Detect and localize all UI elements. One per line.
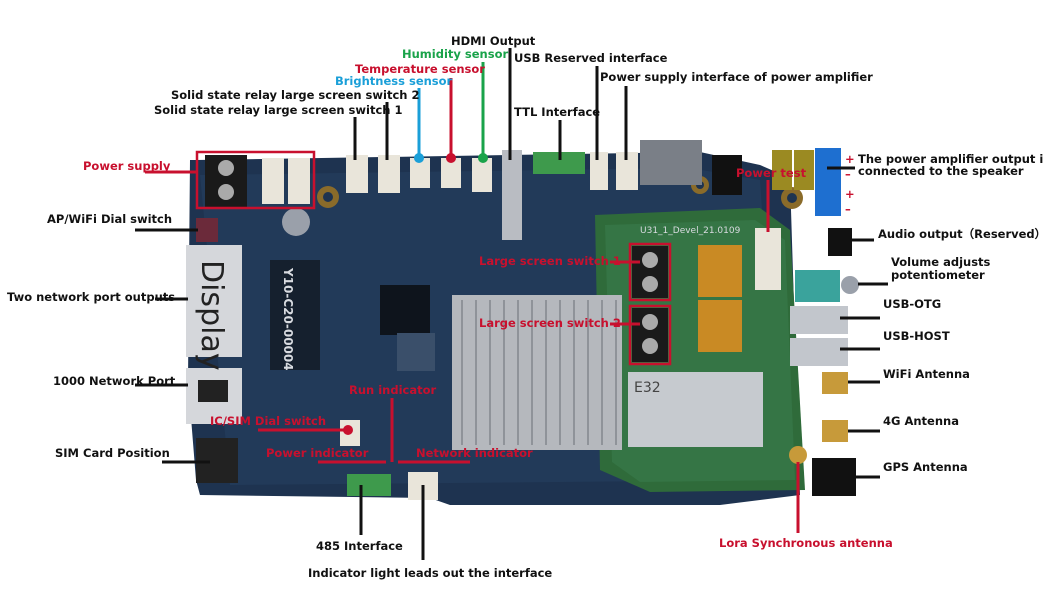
label-temperature-sensor: Temperature sensor [355, 62, 485, 76]
speaker-plus-1: + [845, 152, 855, 166]
gps-antenna-connector [812, 458, 856, 496]
speaker-terminal [815, 148, 841, 216]
amp-power-connector [616, 152, 638, 190]
label-indicator-light: Indicator light leads out the interface [308, 566, 552, 580]
port-icon [198, 380, 228, 402]
chip [712, 155, 742, 195]
label-audio-output: Audio output（Reserved） [878, 227, 1044, 241]
label-lora-antenna: Lora Synchronous antenna [719, 536, 893, 550]
capacitor [282, 208, 310, 236]
e32-module [628, 372, 763, 447]
usb-otg-port [790, 306, 848, 334]
speaker-plus-2: + [845, 187, 855, 201]
usb-reserved-connector [590, 152, 608, 190]
label-power-supply: Power supply [83, 159, 171, 173]
pcb-version-silk: U31_1_Devel_21.0109 [640, 226, 741, 236]
label-4g-antenna: 4G Antenna [883, 414, 959, 428]
heatsink [452, 295, 622, 450]
board-illustration [186, 140, 859, 505]
potentiometer [795, 270, 840, 302]
speaker-minus-1: – [845, 167, 851, 181]
mount-hole [323, 192, 333, 202]
module-silk: E32 [634, 380, 661, 396]
screw [642, 276, 658, 292]
ttl-terminal [533, 152, 585, 174]
usb-host-port [790, 338, 848, 366]
display-silk: Display [194, 260, 229, 371]
label-large-switch-2: Large screen switch 2 [479, 316, 621, 330]
label-amp-output-line1: The power amplifier output is [858, 152, 1044, 166]
speaker-minus-2: – [845, 202, 851, 216]
label-wifi-antenna: WiFi Antenna [883, 367, 970, 381]
hdmi-connector [502, 150, 522, 240]
label-brightness-sensor: Brightness sensor [335, 74, 453, 88]
ssr2-connector [378, 155, 400, 193]
label-network-indicator: Network indicator [416, 446, 533, 460]
label-amp-output-line2: connected to the speaker [858, 164, 1024, 178]
label-large-switch-1: Large screen switch 1 [479, 254, 621, 268]
large-switch-2-box [628, 304, 672, 366]
label-humidity-sensor: Humidity sensor [402, 47, 508, 61]
transformer [270, 260, 320, 370]
485-terminal [347, 474, 391, 496]
label-power-amp-supply: Power supply interface of power amplifie… [600, 70, 873, 84]
relay-2 [698, 300, 742, 352]
label-usb-reserved: USB Reserved interface [514, 51, 668, 65]
4g-antenna-connector [822, 420, 848, 442]
temperature-connector [441, 158, 461, 188]
label-volume-line2: potentiometer [891, 268, 985, 282]
label-ssr-switch-2: Solid state relay large screen switch 2 [171, 88, 419, 102]
lora-connector [789, 446, 807, 464]
mount-hole [787, 193, 797, 203]
audio-jack [828, 228, 852, 256]
screw [642, 252, 658, 268]
dot-humidity [478, 153, 488, 163]
screw [642, 314, 658, 330]
screw [218, 184, 234, 200]
label-sim-card: SIM Card Position [55, 446, 170, 460]
label-power-test: Power test [736, 166, 807, 180]
screw [218, 160, 234, 176]
heatsink-small [640, 140, 702, 185]
cpu [380, 285, 430, 335]
label-usb-otg: USB-OTG [883, 297, 941, 311]
dot-brightness [414, 153, 424, 163]
leader-lines-colored [145, 62, 800, 533]
dot-ic-sim [343, 425, 353, 435]
humidity-connector [472, 158, 492, 192]
model-silk: Y10-C20-00004 [281, 267, 295, 371]
label-volume-line1: Volume adjusts [891, 255, 991, 269]
power-test-connector [755, 228, 781, 290]
yellow-cap [772, 150, 792, 190]
label-network-1000: 1000 Network Port [53, 374, 176, 388]
power-supply-box [195, 150, 316, 210]
power-connector [288, 158, 310, 204]
label-ic-sim-dial: IC/SIM Dial switch [210, 414, 326, 428]
label-hdmi-output: HDMI Output [451, 34, 536, 48]
label-two-network-ports: Two network port outputs [7, 290, 175, 304]
brightness-connector [410, 158, 430, 188]
label-ssr-switch-1: Solid state relay large screen switch 1 [154, 103, 402, 117]
potentiometer-knob [841, 276, 859, 294]
power-connector [262, 158, 284, 204]
label-usb-host: USB-HOST [883, 329, 950, 343]
large-switch-1-box [628, 242, 672, 302]
label-ap-wifi-dial: AP/WiFi Dial switch [47, 212, 172, 226]
screw [642, 338, 658, 354]
yellow-cap [794, 150, 814, 190]
wifi-antenna-connector [822, 372, 848, 394]
ssr1-connector [346, 155, 368, 193]
label-485-interface: 485 Interface [316, 539, 403, 553]
dot-temperature [446, 153, 456, 163]
logo-chip [397, 333, 435, 371]
relay-1 [698, 245, 742, 297]
label-ttl-interface: TTL Interface [514, 105, 600, 119]
leader-lines-black [135, 48, 888, 560]
label-gps-antenna: GPS Antenna [883, 460, 968, 474]
label-run-indicator: Run indicator [349, 383, 437, 397]
dual-network-port [186, 245, 242, 357]
label-power-indicator: Power indicator [266, 446, 369, 460]
ap-wifi-switch [196, 218, 218, 242]
